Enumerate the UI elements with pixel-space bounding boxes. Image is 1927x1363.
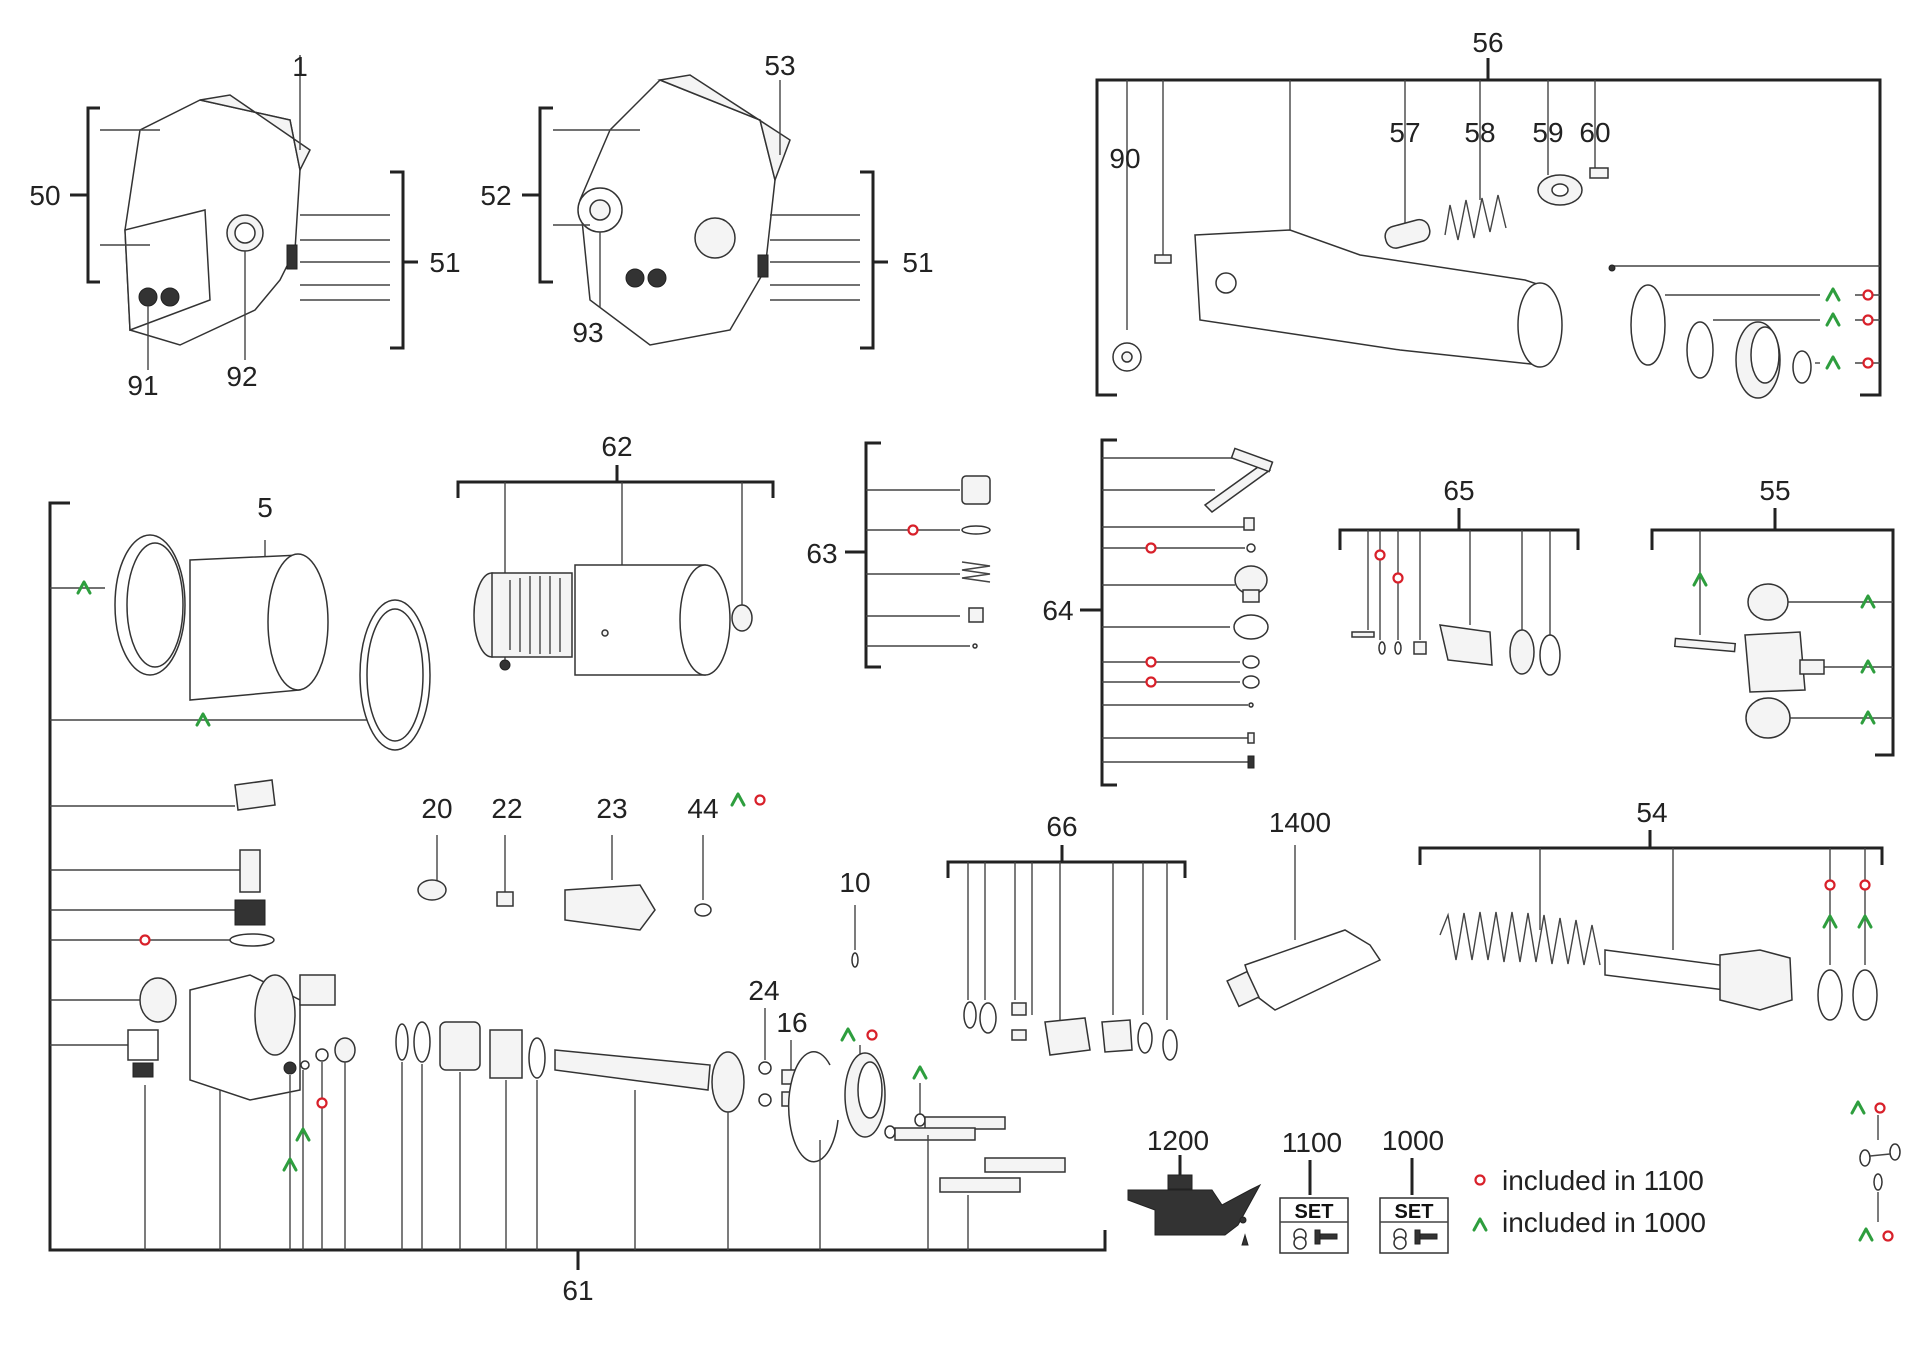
legend-red-text: included in 1100 bbox=[1502, 1165, 1704, 1196]
part-label-10: 10 bbox=[839, 867, 870, 898]
parts-group-65 bbox=[1338, 508, 1580, 676]
spring-58-icon bbox=[1444, 194, 1507, 241]
part-label-24: 24 bbox=[748, 975, 779, 1006]
part-label-56: 56 bbox=[1472, 27, 1503, 58]
part-label-63: 63 bbox=[806, 538, 837, 569]
part-label-62: 62 bbox=[601, 431, 632, 462]
tool-head-assembly-1 bbox=[70, 55, 418, 370]
part-label-1000: 1000 bbox=[1382, 1125, 1444, 1156]
tool-head-assembly-2 bbox=[522, 74, 888, 350]
valve-set-63 bbox=[845, 441, 991, 669]
part-label-5: 5 bbox=[257, 492, 273, 523]
part-label-1200: 1200 bbox=[1147, 1125, 1209, 1156]
part-label-90: 90 bbox=[1109, 143, 1140, 174]
part-label-65: 65 bbox=[1443, 475, 1474, 506]
part-label-57: 57 bbox=[1389, 117, 1420, 148]
part-label-51-a: 51 bbox=[429, 247, 460, 278]
part-label-20: 20 bbox=[421, 793, 452, 824]
small-parts-row bbox=[417, 792, 859, 968]
part-label-60: 60 bbox=[1579, 117, 1610, 148]
set-1000-icon: SET bbox=[1379, 1158, 1449, 1254]
part-label-51-b: 51 bbox=[902, 247, 933, 278]
parts-group-55 bbox=[1650, 508, 1895, 757]
part-label-1: 1 bbox=[292, 51, 308, 82]
part-label-1400: 1400 bbox=[1269, 807, 1331, 838]
part-label-59: 59 bbox=[1532, 117, 1563, 148]
oring-set-small bbox=[1850, 1100, 1901, 1242]
cylinder-assembly-56 bbox=[1095, 58, 1882, 399]
set-1000-label: SET bbox=[1395, 1201, 1434, 1223]
legend: included in 1100 included in 1000 bbox=[1472, 1165, 1706, 1238]
part-label-16: 16 bbox=[776, 1007, 807, 1038]
part-label-50: 50 bbox=[29, 180, 60, 211]
legend-green-marker-icon bbox=[1472, 1217, 1488, 1232]
set-1100-label: SET bbox=[1295, 1201, 1334, 1223]
part-label-61: 61 bbox=[562, 1275, 593, 1306]
spring-assembly-54 bbox=[1418, 830, 1884, 1021]
part-label-22: 22 bbox=[491, 793, 522, 824]
cylinder-part-62 bbox=[456, 465, 775, 676]
grease-tube-1400 bbox=[1226, 845, 1382, 1011]
part-label-64: 64 bbox=[1042, 595, 1073, 626]
part-label-55: 55 bbox=[1759, 475, 1790, 506]
parts-group-66 bbox=[946, 845, 1187, 1061]
main-assembly-61 bbox=[48, 501, 1107, 1270]
part-label-1100: 1100 bbox=[1282, 1127, 1342, 1158]
set-1100-icon: SET bbox=[1279, 1160, 1349, 1254]
part-label-23: 23 bbox=[596, 793, 627, 824]
legend-red-marker-icon bbox=[1474, 1174, 1486, 1186]
part-label-53: 53 bbox=[764, 50, 795, 81]
legend-green-text: included in 1000 bbox=[1502, 1207, 1706, 1238]
fastener-parts bbox=[758, 1008, 1066, 1250]
part-label-54: 54 bbox=[1636, 797, 1667, 828]
part-label-58: 58 bbox=[1464, 117, 1495, 148]
part-label-52: 52 bbox=[480, 180, 511, 211]
valve-set-64 bbox=[1080, 438, 1274, 787]
part-label-66: 66 bbox=[1046, 811, 1077, 842]
part-label-93: 93 bbox=[572, 317, 603, 348]
oil-can-1200-icon bbox=[1127, 1155, 1262, 1246]
part-label-44: 44 bbox=[687, 793, 718, 824]
part-label-91: 91 bbox=[127, 370, 158, 401]
part-label-92: 92 bbox=[226, 361, 257, 392]
